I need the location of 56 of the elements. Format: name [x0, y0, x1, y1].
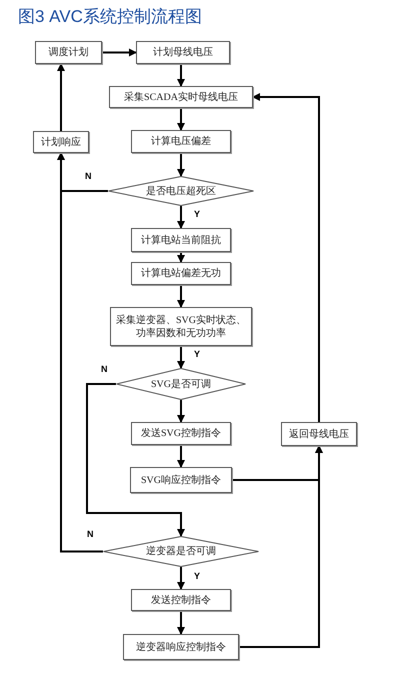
- process-box: [136, 41, 230, 64]
- node-text: 返回母线电压: [289, 428, 349, 440]
- node-text: 调度计划: [48, 46, 88, 59]
- process-box: [281, 422, 357, 446]
- edge-label: N: [86, 530, 94, 539]
- arrow: [177, 153, 185, 177]
- arrow: [177, 346, 185, 369]
- arrow: [239, 445, 323, 648]
- process-box: [131, 589, 231, 611]
- arrow: [177, 206, 185, 229]
- edge-label: Y: [193, 572, 202, 581]
- arrow: [177, 611, 185, 635]
- edge-label: Y: [193, 210, 202, 219]
- node-text: 是否电压超死区: [146, 184, 216, 198]
- arrow: [177, 64, 185, 87]
- node-text: 计算电压偏差: [151, 135, 211, 148]
- edge-label: N: [100, 365, 108, 374]
- node-text: 采集逆变器、SVG实时状态、功率因数和无功功率: [115, 314, 247, 340]
- node-text: 发送SVG控制指令: [140, 427, 221, 440]
- edge-label: Y: [193, 350, 202, 359]
- arrow: [177, 567, 185, 590]
- arrow: [177, 400, 185, 423]
- arrow: [57, 63, 65, 131]
- process-box: [33, 131, 89, 153]
- decision-diamond: [103, 536, 259, 567]
- node-text: 计划母线电压: [153, 46, 213, 59]
- decision-diamond: [116, 368, 246, 400]
- node-text: 计划响应: [41, 136, 81, 148]
- arrow: [252, 93, 320, 422]
- decision-diamond: [108, 176, 254, 206]
- process-box: [35, 41, 102, 64]
- process-box: [131, 228, 231, 252]
- node-text: SVG响应控制指令: [140, 474, 221, 486]
- process-box: [110, 307, 252, 346]
- node-text: 采集SCADA实时母线电压: [124, 90, 238, 104]
- arrow: [177, 445, 185, 468]
- process-box: [109, 86, 253, 108]
- process-box: [131, 262, 231, 285]
- node-text: 逆变器响应控制指令: [136, 640, 226, 654]
- diagram-title: 图3 AVC系统控制流程图: [18, 8, 202, 25]
- node-text: 计算电站当前阻抗: [141, 234, 221, 246]
- process-box: [131, 130, 231, 153]
- node-text: 发送控制指令: [151, 594, 211, 606]
- arrow: [86, 383, 185, 537]
- arrow: [102, 48, 137, 56]
- node-text: SVG是否可调: [150, 378, 211, 390]
- node-text: 逆变器是否可调: [146, 545, 216, 558]
- arrow: [177, 285, 185, 308]
- process-box: [130, 467, 232, 493]
- process-box: [123, 634, 239, 660]
- arrow: [177, 108, 185, 131]
- node-text: 计算电站偏差无功: [141, 267, 221, 280]
- arrow: [177, 252, 185, 263]
- process-box: [131, 422, 231, 445]
- arrow: [57, 152, 103, 552]
- edge-label: N: [84, 172, 92, 181]
